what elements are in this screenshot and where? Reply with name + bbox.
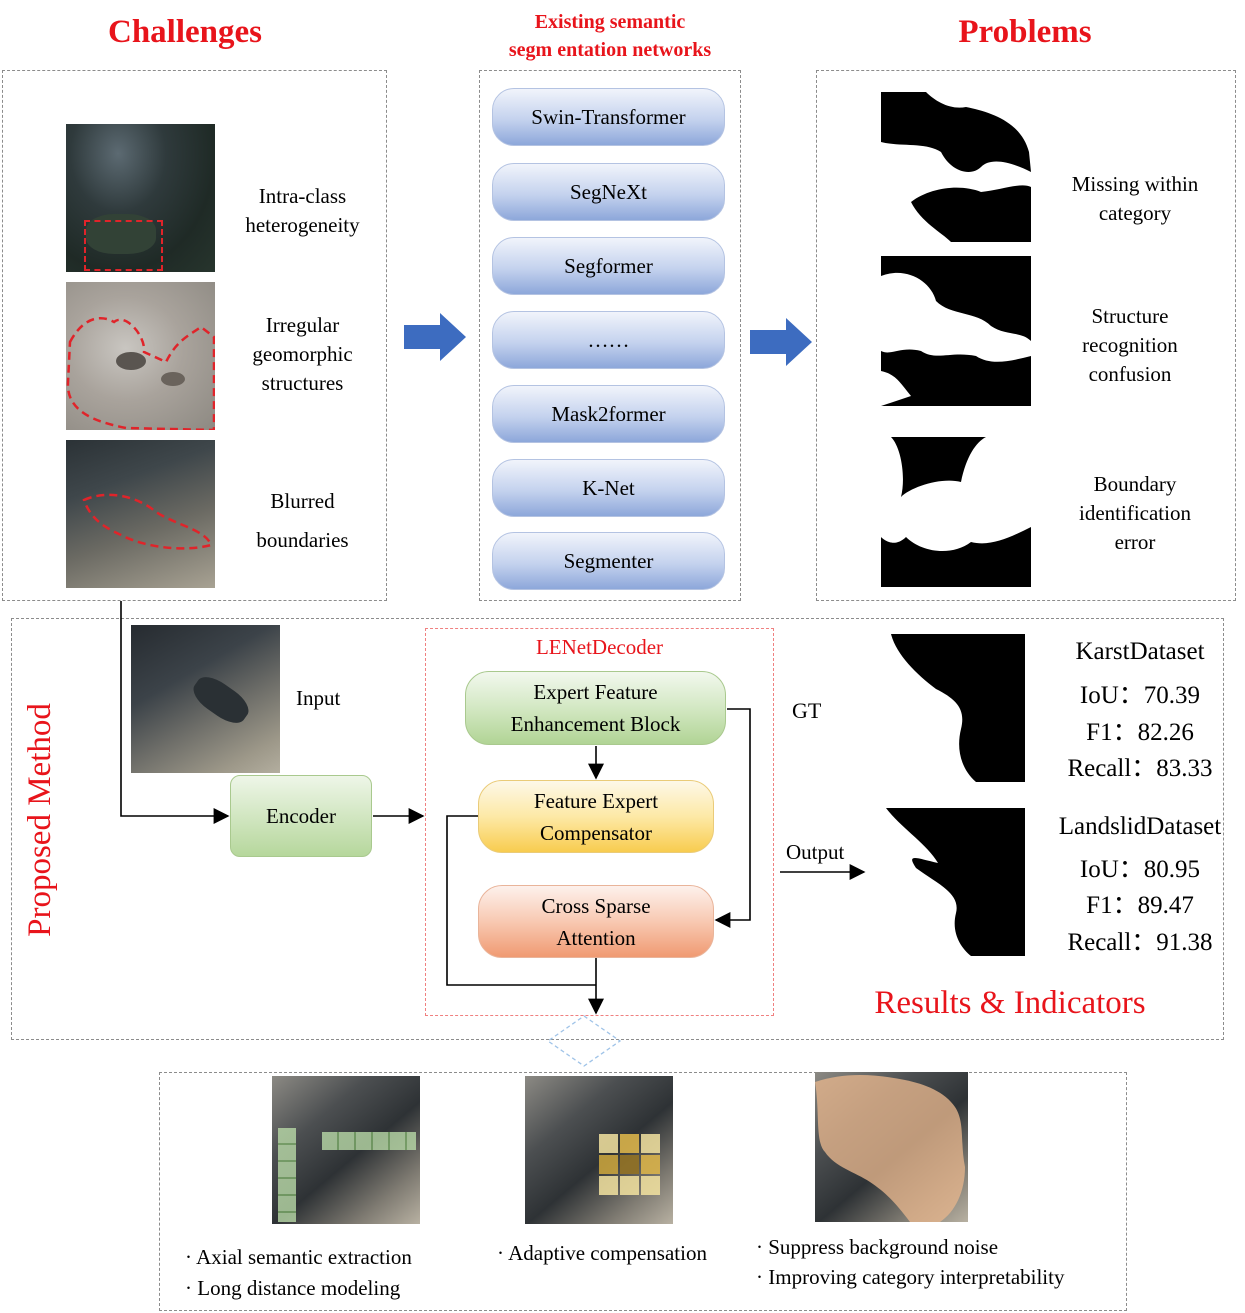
challenge-label-2: Irregular geomorphic structures <box>225 311 380 398</box>
existing-networks-title: Existing semantic segm entation networks <box>470 8 750 64</box>
challenge-2-line2: geomorphic <box>252 342 353 366</box>
block1-line1: Expert Feature <box>533 680 658 704</box>
output-label: Output <box>786 840 845 864</box>
problems-title: Problems <box>958 14 1092 50</box>
problem-2-line2: recognition <box>1082 333 1178 357</box>
bottom-col1-line1: · Axial semantic extraction <box>185 1245 412 1269</box>
input-label: Input <box>296 686 341 710</box>
challenge-3-line1: Blurred <box>270 489 335 513</box>
gt-mask <box>876 634 1025 782</box>
problem-2-line1: Structure <box>1091 304 1169 328</box>
problem-1-line1: Missing within <box>1071 172 1199 196</box>
landslid-iou: IoU：80.95 <box>1079 856 1201 883</box>
adaptive-compensation-image <box>525 1076 673 1224</box>
karst-dataset-name: KarstDataset <box>1075 638 1205 665</box>
axial-extraction-image <box>272 1076 420 1224</box>
block3-line2: Attention <box>556 925 636 950</box>
network-swin-transformer: Swin-Transformer <box>492 88 725 146</box>
problem-mask-2 <box>881 256 1031 406</box>
karst-recall: Recall：83.33 <box>1067 755 1213 782</box>
problem-3-line2: identification <box>1079 501 1191 525</box>
challenge-2-line3: structures <box>261 371 344 395</box>
network-ellipsis: …… <box>492 311 725 369</box>
challenge-image-3 <box>66 440 215 588</box>
decoder-title: LENetDecoder <box>535 635 664 659</box>
challenges-panel <box>2 70 387 601</box>
problem-1-line2: category <box>1098 201 1172 225</box>
arrow-right-icon <box>404 313 466 361</box>
challenge-label-3: Blurred boundaries <box>225 482 380 560</box>
block3-line1: Cross Sparse <box>541 893 651 918</box>
landslid-dataset-name: LandslidDataset <box>1058 813 1222 840</box>
bottom-col3: · Suppress background noise · Improving … <box>756 1232 1064 1292</box>
existing-networks-title-line1: Existing semantic <box>534 11 686 33</box>
problem-mask-3 <box>881 437 1031 587</box>
bottom-col1: · Axial semantic extraction · Long dista… <box>185 1242 412 1304</box>
networks-panel <box>479 70 741 601</box>
noise-suppression-image <box>815 1072 968 1222</box>
output-mask <box>876 808 1025 956</box>
encoder-block: Encoder <box>230 775 372 857</box>
problem-label-1: Missing within category <box>1040 170 1230 228</box>
landslid-f1: F1：89.47 <box>1086 892 1194 919</box>
network-knet: K-Net <box>492 459 725 517</box>
challenges-title: Challenges <box>107 14 262 50</box>
detail-panel <box>159 1072 1127 1311</box>
block2-line1: Feature Expert <box>533 788 659 813</box>
problems-panel <box>816 70 1236 601</box>
karst-iou: IoU：70.39 <box>1079 682 1201 709</box>
network-segmenter: Segmenter <box>492 532 725 590</box>
method-panel <box>11 618 1224 1040</box>
network-segformer: Segformer <box>492 237 725 295</box>
arrow-right-icon <box>750 318 812 366</box>
cross-sparse-attention-block: Cross Sparse Attention <box>478 885 714 958</box>
input-image <box>131 625 280 773</box>
network-segnext: SegNeXt <box>492 163 725 221</box>
problem-label-2: Structure recognition confusion <box>1035 302 1225 389</box>
challenge-3-line2: boundaries <box>256 528 349 552</box>
karst-f1: F1：82.26 <box>1086 719 1194 746</box>
challenge-label-1: Intra-class heterogeneity <box>225 182 380 240</box>
bottom-col2-line1: · Adaptive compensation <box>497 1241 707 1265</box>
problem-mask-1 <box>881 92 1031 242</box>
bottom-col3-line1: · Suppress background noise <box>756 1235 999 1259</box>
problem-2-line3: confusion <box>1088 362 1172 386</box>
network-mask2former: Mask2former <box>492 385 725 443</box>
existing-networks-title-line2: segm entation networks <box>508 39 712 61</box>
gt-label: GT <box>792 698 822 723</box>
bottom-col3-line2: · Improving category interpretability <box>756 1265 1065 1289</box>
challenge-2-line1: Irregular <box>265 313 340 337</box>
block2-line2: Compensator <box>540 820 652 845</box>
problem-label-3: Boundary identification error <box>1040 470 1230 557</box>
landslid-recall: Recall：91.38 <box>1067 929 1213 956</box>
block1-line2: Enhancement Block <box>510 712 681 736</box>
decoder-panel <box>425 628 774 1016</box>
bottom-col1-line2: · Long distance modeling <box>185 1276 401 1300</box>
challenge-image-2 <box>66 282 215 430</box>
feature-expert-compensator-block: Feature Expert Compensator <box>478 780 714 853</box>
problem-3-line3: error <box>1114 530 1156 554</box>
results-title: Results & Indicators <box>874 985 1146 1021</box>
bottom-col2: · Adaptive compensation <box>497 1238 707 1269</box>
expert-feature-enhancement-block: Expert Feature Enhancement Block <box>465 671 726 745</box>
challenge-1-line1: Intra-class <box>258 184 347 208</box>
challenge-image-1 <box>66 124 215 272</box>
problem-3-line1: Boundary <box>1093 472 1177 496</box>
challenge-1-line2: heterogeneity <box>245 213 360 237</box>
